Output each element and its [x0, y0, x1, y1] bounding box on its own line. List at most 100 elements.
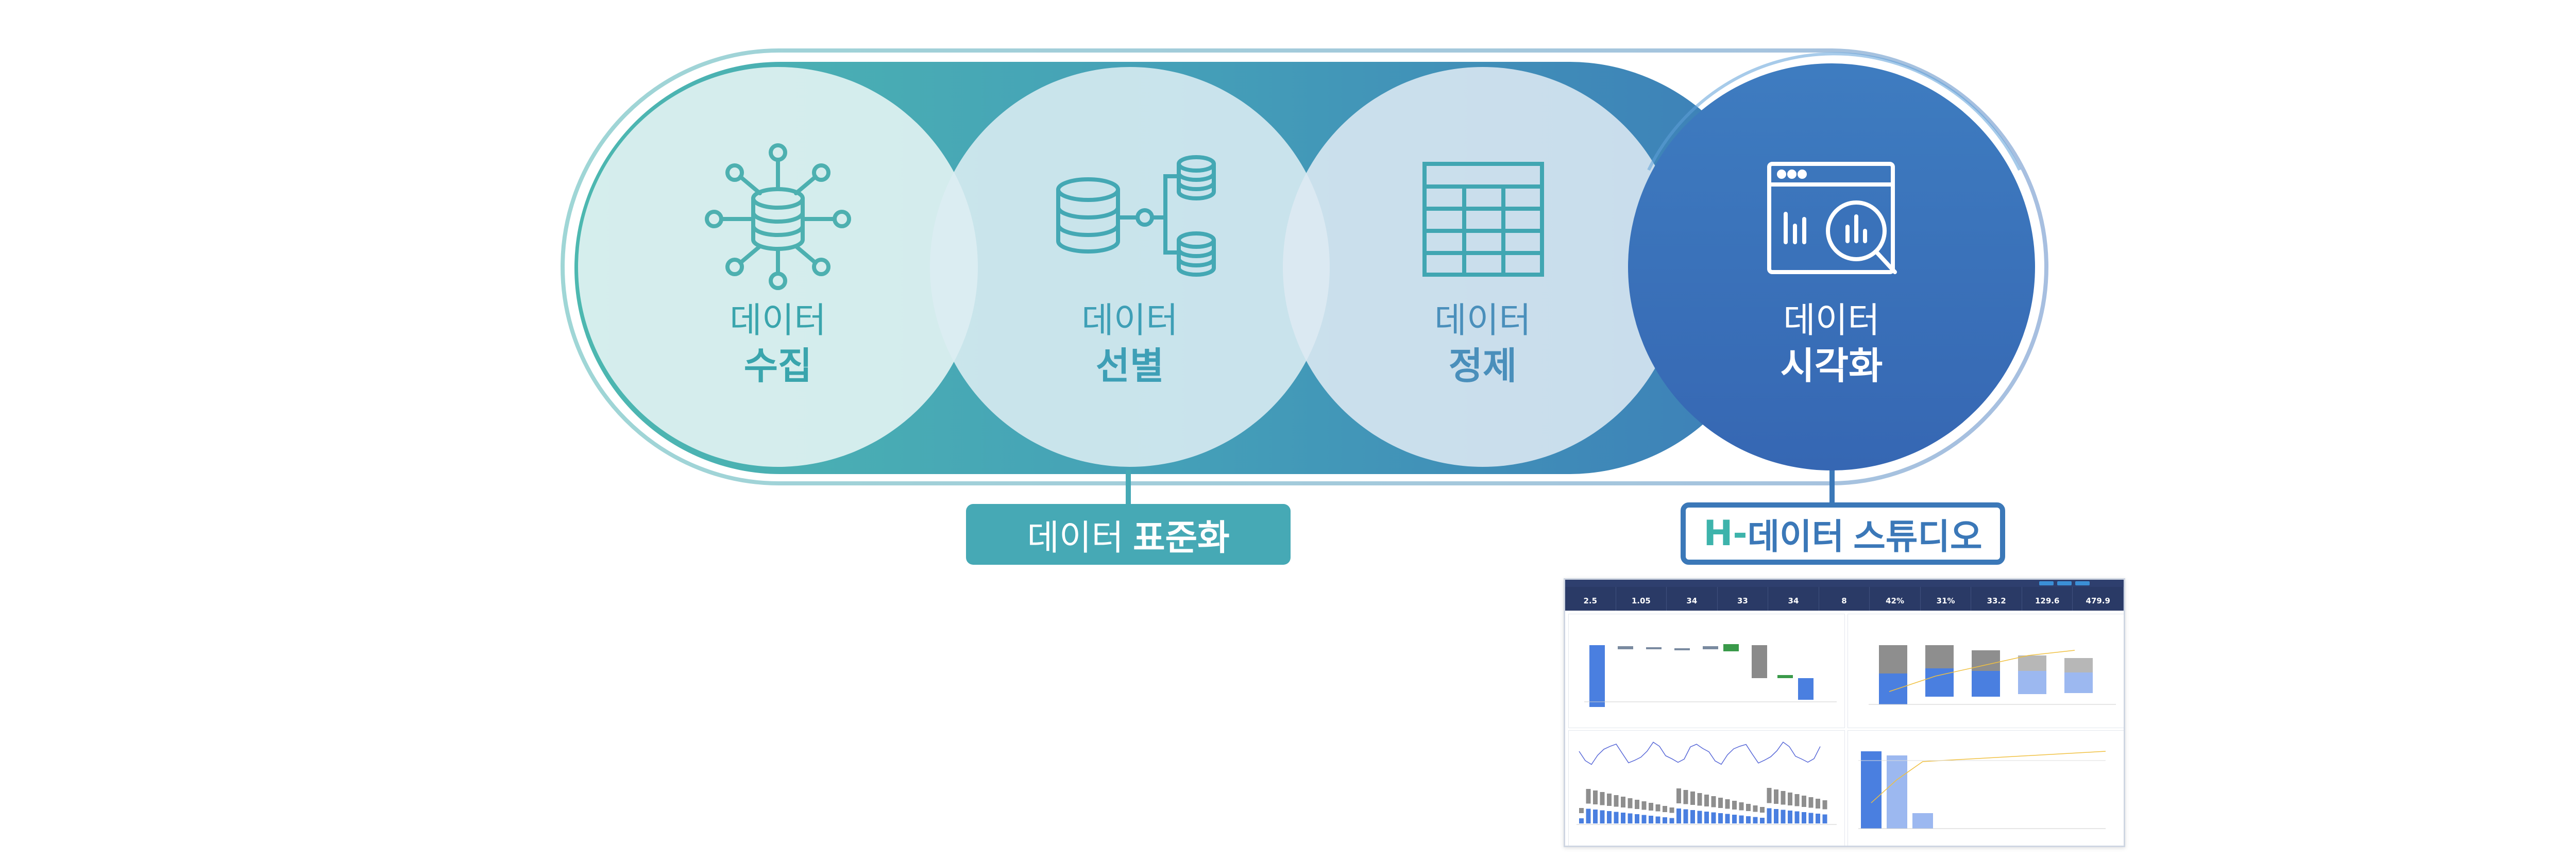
- dashboard-panel-chart: [1858, 751, 2106, 829]
- small-bar-gray: [1732, 801, 1737, 810]
- small-bar-gray: [1655, 804, 1660, 812]
- small-bar-gray: [1669, 807, 1674, 813]
- stage-label-select: 데이터 선별: [1027, 299, 1233, 389]
- dashboard-header-button: [2057, 581, 2072, 585]
- small-bar-blue: [1739, 815, 1744, 823]
- stacked-bar-bottom: [2018, 671, 2046, 694]
- dashboard-panel: [1848, 730, 2124, 846]
- stage-label-collect: 데이터 수집: [675, 299, 881, 389]
- small-bar-gray: [1808, 797, 1814, 808]
- small-bar-blue: [1607, 811, 1612, 823]
- small-bar-gray: [1579, 808, 1584, 813]
- small-bar-gray: [1621, 797, 1625, 807]
- small-bar-blue: [1718, 813, 1723, 823]
- dashboard-kpi: 31%: [1921, 587, 1972, 611]
- waterfall-bar: [1723, 644, 1739, 651]
- small-bar-blue: [1697, 811, 1702, 823]
- stage-label-line2: 선별: [1095, 344, 1164, 388]
- table-grid-icon: [1422, 162, 1544, 277]
- waterfall-bar: [1618, 646, 1633, 649]
- line-series: [1579, 742, 1821, 765]
- dashboard-panel: [1568, 614, 1845, 728]
- stage-label-line2: 정제: [1448, 344, 1517, 388]
- small-bar-blue: [1746, 816, 1751, 823]
- small-bar-blue: [1593, 810, 1598, 823]
- stacked-bar-bottom: [1972, 671, 2000, 697]
- small-bar-blue: [1816, 814, 1820, 823]
- stage-circle-select: [930, 67, 1330, 467]
- stacked-bar-top: [1925, 645, 1954, 668]
- dashboard-panel-chart: [1869, 645, 2116, 705]
- small-bar-blue: [1641, 815, 1647, 823]
- stage-label-line2: 수집: [743, 344, 812, 388]
- waterfall-bar: [1674, 648, 1690, 650]
- small-bar-gray: [1614, 795, 1619, 807]
- small-bar-blue: [1614, 812, 1619, 823]
- dashboard-kpi: 8: [1819, 587, 1870, 611]
- stage-circle-visualize-ring: [1647, 52, 2021, 171]
- dashboard-panel: [1568, 730, 1845, 846]
- stage-label-line1: 데이터: [1081, 300, 1178, 341]
- chart-search-icon: [1767, 162, 1897, 274]
- tag-h: H-: [1703, 513, 1748, 554]
- small-bar-gray: [1816, 799, 1820, 809]
- database-network-icon: [705, 143, 851, 290]
- dashboard-kpi-value: 33.2: [1987, 596, 2006, 605]
- stacked-bar-bottom: [1879, 673, 1907, 704]
- small-bar-blue: [1788, 811, 1792, 823]
- dashboard-panel-chart: [1584, 644, 1837, 707]
- small-bar-blue: [1781, 810, 1786, 823]
- dashboard-panel-chart: [1577, 742, 1837, 825]
- small-bar-blue: [1704, 812, 1709, 823]
- stacked-bar-bottom: [2064, 672, 2093, 693]
- small-bar-blue: [1808, 813, 1814, 823]
- small-bar-gray: [1718, 798, 1723, 808]
- small-bar-gray: [1704, 795, 1709, 806]
- small-bar-gray: [1635, 800, 1639, 809]
- dashboard-kpi: 129.6: [2022, 587, 2073, 611]
- tag-prefix: 데이터: [1027, 517, 1124, 559]
- small-bar-gray: [1781, 791, 1786, 805]
- pareto-bar: [1861, 751, 1882, 829]
- small-bar-blue: [1753, 817, 1758, 823]
- stage-label-line2: 시각화: [1780, 344, 1883, 388]
- stage-circle-refine: [1283, 67, 1683, 467]
- small-bar-gray: [1697, 793, 1702, 806]
- stacked-bar-top: [2018, 655, 2046, 671]
- dashboard-panel: [1848, 614, 2124, 728]
- small-bar-blue: [1635, 814, 1639, 823]
- stage-label-line1: 데이터: [1783, 300, 1880, 341]
- dashboard-kpi: 33: [1718, 587, 1769, 611]
- stacked-bar-top: [2064, 658, 2093, 672]
- small-bar-gray: [1676, 788, 1681, 803]
- small-bar-blue: [1628, 813, 1633, 823]
- small-bar-blue: [1774, 809, 1778, 823]
- small-bar-gray: [1641, 801, 1647, 810]
- dashboard-kpi-value: 42%: [1886, 596, 1904, 605]
- dashboard-kpi: 33.2: [1971, 587, 2022, 611]
- small-bar-gray: [1774, 789, 1778, 804]
- tag-bold: 스튜디오: [1853, 517, 1982, 558]
- small-bar-gray: [1739, 802, 1744, 811]
- small-bar-blue: [1586, 809, 1591, 823]
- stacked-bar-top: [1879, 645, 1907, 673]
- small-bar-blue: [1725, 814, 1730, 823]
- dashboard-kpi-value: 129.6: [2035, 596, 2060, 605]
- small-bar-blue: [1794, 811, 1800, 823]
- pareto-bar: [1912, 813, 1933, 829]
- waterfall-bar: [1646, 647, 1662, 649]
- dashboard-header-button: [2039, 581, 2054, 585]
- small-bar-gray: [1802, 796, 1806, 807]
- small-bar-gray: [1593, 790, 1598, 804]
- small-bar-gray: [1746, 804, 1751, 811]
- dashboard-kpi: 34: [1667, 587, 1718, 611]
- tag-h-data-studio: H- 데이터 스튜디오: [1681, 502, 2005, 565]
- stage-label-line1: 데이터: [1434, 300, 1531, 341]
- dashboard-header: [1565, 580, 2124, 587]
- waterfall-bar: [1589, 645, 1605, 707]
- small-bar-blue: [1676, 809, 1681, 823]
- tag-bold: 표준화: [1133, 517, 1230, 559]
- small-bar-gray: [1586, 789, 1591, 804]
